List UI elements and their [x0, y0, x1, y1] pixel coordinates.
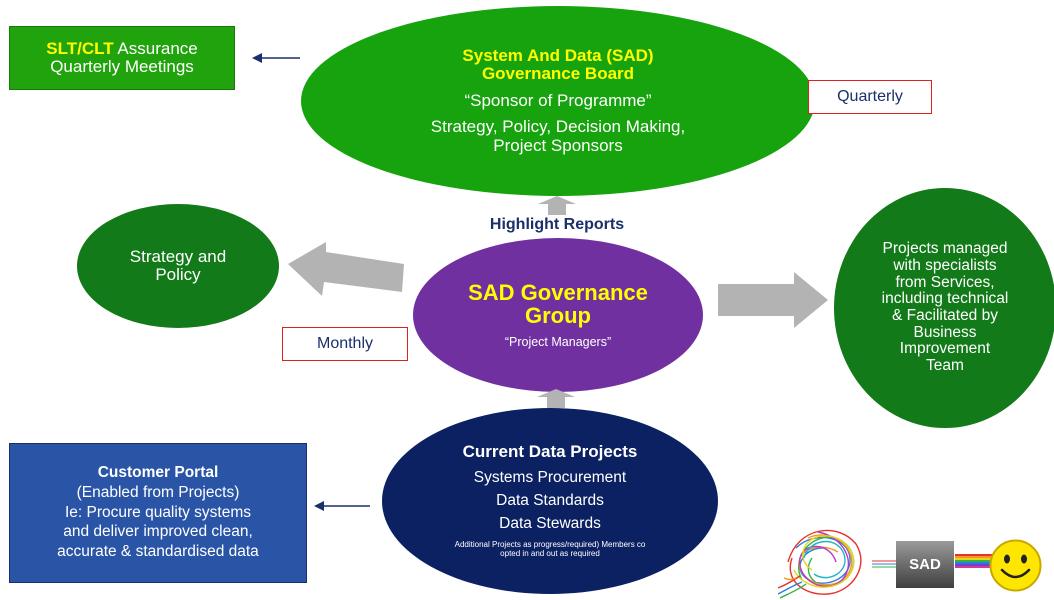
arrow-group-to-projects [718, 272, 828, 328]
projects-line2: with specialists [893, 256, 997, 274]
current-item-systems-procurement: Systems Procurement [473, 469, 627, 487]
board-desc-line1: Strategy, Policy, Decision Making, [430, 117, 686, 137]
monthly-label: Monthly [282, 327, 408, 361]
projects-line5: & Facilitated by [892, 307, 998, 324]
board-sponsor-text: “Sponsor of Programme” [464, 90, 652, 110]
up-arrow-highlight [538, 196, 576, 215]
tangle-connector [872, 560, 896, 568]
quarterly-label: Quarterly [808, 80, 932, 114]
sad-logo-box: SAD [896, 541, 954, 588]
slt-assurance-text: Assurance [113, 38, 198, 58]
portal-line2: Ie: Procure quality systems [64, 503, 252, 521]
current-item-data-stewards: Data Stewards [499, 514, 601, 532]
strategy-line1: Strategy and [129, 246, 227, 266]
portal-line3: and deliver improved clean, [63, 523, 253, 541]
board-desc-line2: Project Sponsors [493, 135, 623, 155]
slt-quarterly-meetings-text: Quarterly Meetings [50, 57, 194, 76]
board-title-line2: Governance Board [481, 64, 635, 84]
group-title-line2: Group [525, 303, 591, 329]
current-note-line2: opted in and out as required [500, 549, 600, 559]
up-arrow-current-to-group [537, 389, 575, 408]
projects-line8: Team [926, 357, 964, 375]
arrow-current-to-portal [314, 501, 370, 511]
current-note-line1: Additional Projects as progress/required… [454, 540, 646, 550]
current-item-data-standards: Data Standards [496, 492, 604, 510]
current-data-projects: Current Data Projects Systems Procuremen… [382, 408, 718, 594]
projects-managed-circle: Projects managed with specialists from S… [834, 188, 1054, 428]
slt-clt-label: SLT/CLT [46, 38, 114, 58]
tangled-yarn-icon [778, 529, 862, 599]
slt-clt-assurance-box: SLT/CLT Assurance Quarterly Meetings [9, 26, 235, 90]
sad-governance-board: System And Data (SAD) Governance Board “… [301, 6, 815, 196]
projects-line6: Business [913, 323, 977, 341]
board-title-line1: System And Data (SAD) [462, 46, 654, 66]
current-title: Current Data Projects [462, 441, 638, 461]
rainbow-lines [955, 554, 993, 568]
arrow-board-to-slt [252, 53, 300, 63]
projects-line1: Projects managed [882, 240, 1008, 258]
projects-line4: including technical [881, 290, 1009, 308]
group-subtitle: “Project Managers” [504, 335, 612, 349]
portal-title: Customer Portal [97, 464, 219, 482]
portal-line1: (Enabled from Projects) [76, 483, 240, 501]
strategy-line2: Policy [155, 265, 201, 284]
sad-governance-group: SAD Governance Group “Project Managers” [413, 238, 703, 392]
projects-line3: from Services, [895, 273, 995, 291]
strategy-and-policy-circle: Strategy and Policy [77, 204, 279, 328]
arrow-group-to-strategy [288, 242, 404, 296]
highlight-reports-label: Highlight Reports [489, 216, 625, 233]
group-title-line1: SAD Governance [468, 279, 648, 305]
projects-line7: Improvement [899, 340, 991, 358]
portal-line4: accurate & standardised data [57, 543, 259, 561]
smiley-face-icon [989, 539, 1042, 592]
customer-portal-box: Customer Portal (Enabled from Projects) … [9, 443, 307, 583]
